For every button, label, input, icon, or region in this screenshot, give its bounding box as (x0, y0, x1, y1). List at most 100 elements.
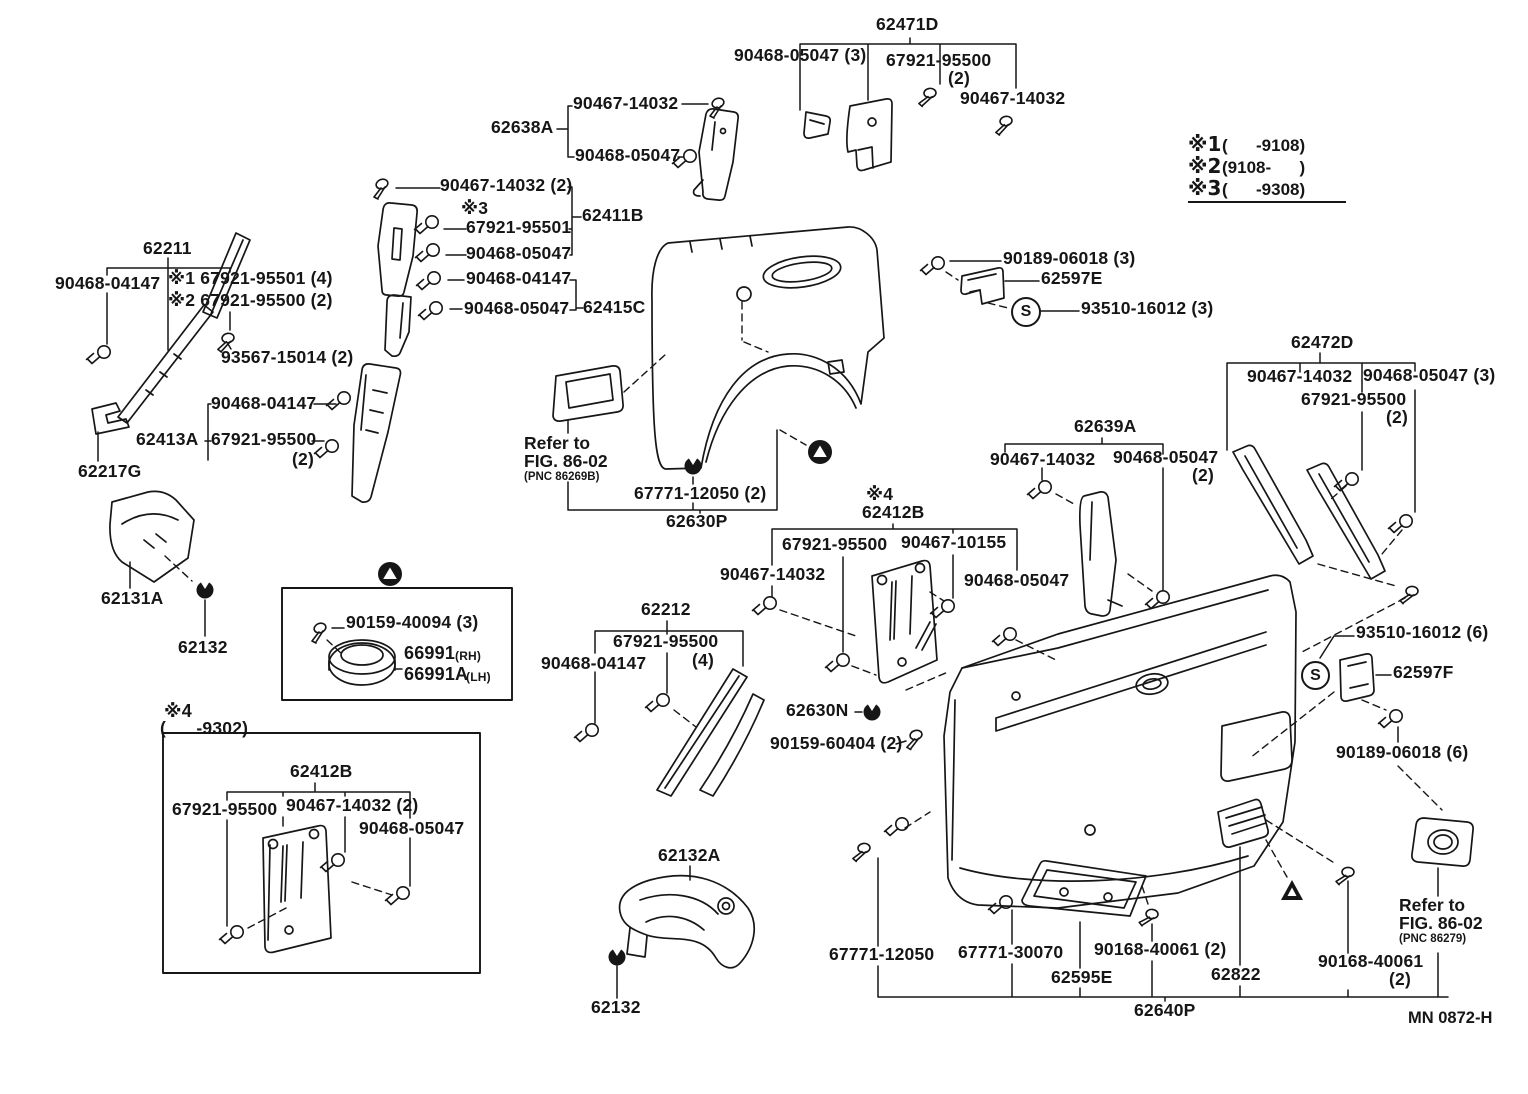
bracket-plate-62412b (871, 559, 938, 684)
refer-line1: Refer to (524, 433, 591, 453)
garnish-62211 (91, 232, 251, 435)
part-label-62412b-center: 62412B (862, 502, 925, 522)
part-label-62211: 62211 (143, 238, 192, 258)
refer-to-fig-8602-pnc86269b: Refer to FIG. 86-02 (PNC 86269B) (524, 434, 608, 483)
part-label-67921-95500-c: 67921-95500 (613, 631, 719, 651)
refer-line3: (PNC 86279) (1399, 932, 1467, 945)
legend-range-2: (9108- ) (1222, 158, 1306, 177)
part-label-90467-14032-b: 90467-14032 (573, 93, 679, 113)
part-label-90159-60404: 90159-60404 (2) (770, 733, 903, 753)
kick-trim-62132a (618, 874, 756, 969)
part-label-90468-05047-box: 90468-05047 (359, 818, 465, 838)
part-label-62131a: 62131A (101, 588, 164, 608)
part-label-90468-05047-d: 90468-05047 (964, 570, 1070, 590)
part-label-62640p: 62640P (1134, 1000, 1196, 1020)
part-label-qty-4: (4) (692, 650, 714, 670)
part-label-66991: 66991 (404, 643, 456, 663)
part-label-67921-95500-box: 67921-95500 (172, 799, 278, 819)
part-label-note2-67921-95500: ※2 67921-95500 (2) (168, 290, 333, 310)
part-label-62415c: 62415C (583, 297, 646, 317)
part-label-62217g: 62217G (78, 461, 142, 481)
pull-tray-62595e (1021, 859, 1147, 917)
part-label-67921-95501: 67921-95501 (466, 217, 572, 237)
part-label-range-9302: ( -9302) (160, 718, 249, 738)
bezel-plate (552, 365, 624, 422)
dashed-lines (164, 271, 1443, 929)
legend-row-2: ※2 (9108- ) (1188, 154, 1348, 178)
legend-range-1: ( -9108) (1222, 136, 1306, 155)
refer-line2: FIG. 86-02 (1399, 913, 1483, 934)
part-label-62472d: 62472D (1291, 332, 1354, 352)
part-label-67921-95500-top: 67921-95500 (886, 50, 992, 70)
legend-row-1: ※1 ( -9108) (1188, 132, 1348, 156)
part-label-67771-30070: 67771-30070 (958, 942, 1064, 962)
part-label-62639a: 62639A (1074, 416, 1137, 436)
part-label-note4-mark-box: ※4 (164, 701, 192, 721)
part-label-66991-rh: (RH) (455, 649, 482, 663)
part-label-62595e: 62595E (1051, 967, 1113, 987)
clip-plate-62597e (960, 266, 1005, 305)
trim-62131a (109, 490, 195, 583)
part-label-90467-10155: 90467-10155 (901, 532, 1007, 552)
garnish-62212 (656, 668, 765, 797)
legend-row-3: ※3 ( -9308) (1188, 176, 1348, 200)
clip-plate-62597f (1339, 653, 1375, 702)
round-bezel (1411, 817, 1474, 867)
part-label-90468-05047-c: 90468-05047 (464, 298, 570, 318)
pillar-trim-62638a (692, 108, 740, 202)
legend-underline (1188, 201, 1346, 203)
part-label-62412b-box: 62412B (290, 761, 353, 781)
part-label-90467-14032-d: 90467-14032 (1247, 366, 1353, 386)
part-label-90468-05047-e: 90468-05047 (1113, 447, 1219, 467)
part-label-90159-40094: 90159-40094 (3) (346, 612, 479, 632)
part-label-62597e: 62597E (1041, 268, 1103, 288)
quarter-trim-panel-62640p (943, 574, 1297, 909)
part-label-62638a: 62638A (491, 117, 554, 137)
quarter-trim-panel-62630p (651, 226, 885, 470)
part-label-90468-04147-b: 90468-04147 (55, 273, 161, 293)
part-label-90189-06018-6: 90189-06018 (6) (1336, 742, 1469, 762)
part-label-67921-95500-a: 67921-95500 (211, 429, 317, 449)
part-label-93567-15014: 93567-15014 (2) (221, 347, 354, 367)
part-label-62413a: 62413A (136, 429, 199, 449)
trims-62472d (1232, 444, 1386, 580)
part-label-62822: 62822 (1211, 964, 1261, 984)
part-label-qty-2-a: (2) (292, 449, 314, 469)
inset-box-62412b (162, 732, 481, 974)
part-label-90468-05047-a: 90468-05047 (575, 145, 681, 165)
pillar-trims-62411b-62415c (351, 202, 418, 503)
part-label-62630p: 62630P (666, 511, 728, 531)
part-label-62471d: 62471D (876, 14, 939, 34)
part-label-90468-05047-b: 90468-05047 (466, 243, 572, 263)
part-label-note4-mark-center: ※4 (866, 484, 894, 504)
part-label-qty-2-top: (2) (948, 68, 970, 88)
part-label-qty-2-d: (2) (1389, 969, 1411, 989)
refer-line2: FIG. 86-02 (524, 451, 608, 472)
part-label-90168-40061-2a: 90168-40061 (2) (1094, 939, 1227, 959)
part-label-90467-14032-2: 90467-14032 (2) (440, 175, 573, 195)
part-label-62132a: 62132A (658, 845, 721, 865)
part-label-62212: 62212 (641, 599, 691, 619)
part-label-90467-14032-e: 90467-14032 (990, 449, 1096, 469)
part-label-66991a: 66991A (404, 664, 469, 684)
part-label-qty-2-c: (2) (1192, 465, 1214, 485)
part-label-66991a-lh: (LH) (466, 670, 491, 684)
legend-mark-2: ※2 (1188, 154, 1222, 178)
refer-line1: Refer to (1399, 895, 1466, 915)
part-label-67921-95500-d: 67921-95500 (1301, 389, 1407, 409)
standard-part-s-symbol-1: S (1011, 297, 1041, 327)
part-label-90468-05047-3: 90468-05047 (3) (734, 45, 867, 65)
part-label-62411b: 62411B (582, 205, 644, 225)
part-label-90467-14032-2-box: 90467-14032 (2) (286, 795, 419, 815)
part-label-90468-04147-c: 90468-04147 (211, 393, 317, 413)
part-label-93510-16012-3: 93510-16012 (3) (1081, 298, 1214, 318)
legend-mark-1: ※1 (1188, 132, 1222, 156)
part-label-90468-05047-3b: 90468-05047 (3) (1363, 365, 1496, 385)
legend-mark-3: ※3 (1188, 176, 1222, 200)
part-label-93510-16012-6: 93510-16012 (6) (1356, 622, 1489, 642)
part-label-62630n: 62630N (786, 700, 849, 720)
part-label-67771-12050: 67771-12050 (829, 944, 935, 964)
part-label-62132-b: 62132 (591, 997, 641, 1017)
